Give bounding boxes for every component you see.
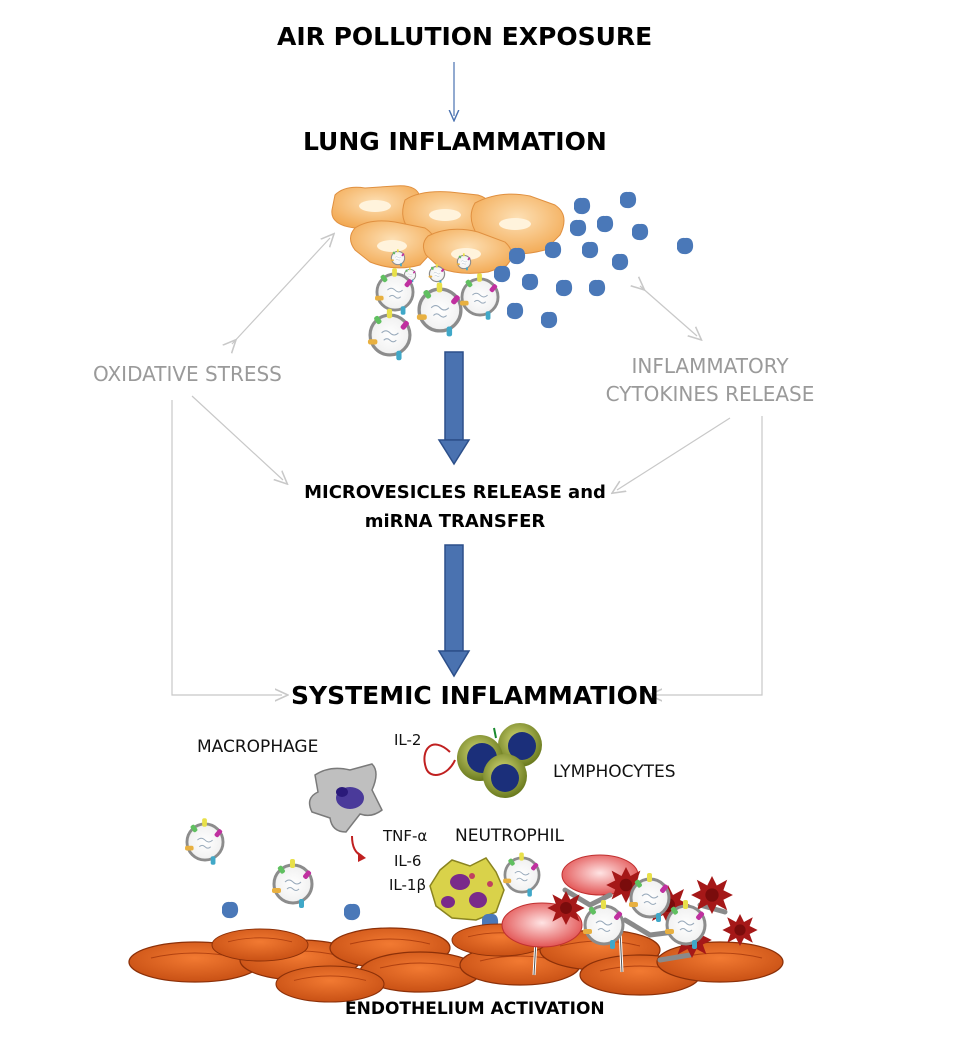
- arrow-microvesicles-to-systemic: [437, 544, 471, 678]
- air-pollution-title: AIR POLLUTION EXPOSURE: [277, 22, 653, 51]
- arrow-oxidative-to-systemic: [171, 400, 282, 695]
- cytokines-line-2: CYTOKINES RELEASE: [605, 382, 815, 406]
- arrow-lung-to-microvesicles: [437, 351, 471, 466]
- arrow-oxidative-to-mv: [191, 395, 283, 480]
- lymphocytes-cells: [423, 723, 542, 798]
- arrow-lung-oxidative: [232, 238, 330, 344]
- lung-epithelium: [331, 185, 565, 274]
- lung-inflammation-label: LUNG INFLAMMATION: [303, 127, 607, 156]
- tnf-alpha-label: TNF-α: [383, 827, 428, 845]
- arrow-cytokines-to-mv: [617, 417, 731, 490]
- microvesicles-line-2: miRNA TRANSFER: [364, 511, 546, 532]
- il1b-label: IL-1β: [389, 876, 427, 894]
- cytokines-release-label: INFLAMMATORY CYTOKINES RELEASE: [585, 354, 835, 406]
- endothelium-activation-label: ENDOTHELIUM ACTIVATION: [345, 999, 605, 1019]
- neutrophil-cell: [429, 857, 505, 921]
- macrophage-cell: [308, 763, 383, 862]
- arrow-lung-cytokines: [640, 286, 697, 336]
- oxidative-stress-label: OXIDATIVE STRESS: [93, 362, 282, 386]
- il2-label: IL-2: [394, 731, 422, 749]
- macrophage-label: MACROPHAGE: [197, 737, 319, 757]
- il6-label: IL-6: [394, 852, 422, 870]
- lung-microvesicles: [366, 266, 500, 362]
- cytokines-line-1: INFLAMMATORY: [631, 354, 789, 378]
- lymphocytes-label: LYMPHOCYTES: [553, 762, 676, 782]
- neutrophil-label: NEUTROPHIL: [455, 826, 564, 846]
- microvesicles-label: MICROVESICLES RELEASE and miRNA TRANSFER: [270, 478, 640, 536]
- arrow-cytokines-to-systemic: [655, 416, 763, 695]
- microvesicles-line-1: MICROVESICLES RELEASE and: [304, 482, 606, 503]
- systemic-inflammation-label: SYSTEMIC INFLAMMATION: [291, 681, 659, 710]
